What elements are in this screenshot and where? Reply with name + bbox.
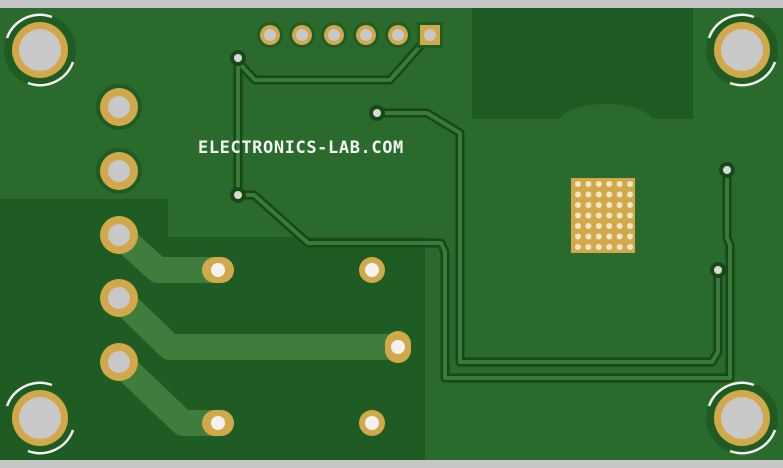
bga-footprint-icon [571,178,635,253]
bga-ball [616,223,623,229]
mounting-hole-icon [706,381,778,455]
bga-ball [585,202,592,208]
bga-ball [627,233,633,240]
bga-ball [595,191,602,198]
bga-ball [585,244,592,250]
bga-ball [616,181,623,187]
through-hole-pad-icon [100,279,138,317]
left-pads [96,84,142,381]
bga-ball [606,191,613,198]
bga-ball [616,191,623,198]
bga-ball [606,223,613,229]
header-pin-icon [321,22,347,48]
bga-ball [606,233,613,240]
bga-ball [585,233,592,240]
component-pads [202,257,411,436]
bga-ball [627,191,633,198]
header-pin-icon [385,22,411,48]
bga-ball [606,244,613,250]
mounting-hole-icon [706,13,778,87]
bga-ball [575,223,581,229]
signal-traces [233,30,735,383]
bga-ball [627,202,633,208]
through-hole-pad-icon [359,410,385,436]
bga-ball [616,233,623,240]
via-icon [230,50,246,66]
bga-ball [616,244,623,250]
header-pin-icon [289,22,315,48]
bga-ball [616,212,623,219]
bga-ball [595,223,602,229]
mounting-hole-icon [4,13,76,87]
mounting-hole-icon [4,381,76,455]
bga-ball [627,181,633,187]
bga-ball [575,181,581,187]
through-hole-pad-icon [96,84,142,130]
bga-ball [585,181,592,187]
via-icon [369,105,385,121]
mounting-holes [4,13,778,455]
via-icon [710,262,726,278]
bga-ball [585,223,592,229]
through-hole-pad-icon [359,257,385,283]
via-icon [719,162,735,178]
vias [230,50,735,278]
header-pin-icon [257,22,283,48]
header-pins [257,22,443,48]
through-hole-pad-icon [100,343,138,381]
bga-ball [606,212,613,219]
bga-ball [606,202,613,208]
bga-ball [575,191,581,198]
bga-ball [585,212,592,219]
bga-ball [595,244,602,250]
header-pin-icon [417,22,443,48]
copper-pours [0,8,693,460]
bga-ball [627,212,633,219]
through-hole-pad-icon [202,410,234,436]
bga-ball [575,202,581,208]
copper-pour-bottom-left [0,199,425,460]
bga-ball [595,202,602,208]
bga-ball [575,244,581,250]
silkscreen-label: ELECTRONICS-LAB.COM [198,138,404,158]
bga-ball [627,223,633,229]
header-pin-icon [353,22,379,48]
through-hole-pad-icon [96,148,142,194]
copper-pour-top-right [472,8,693,119]
bga-ball [606,181,613,187]
bga-ball [595,181,602,187]
via-icon [230,187,246,203]
bga-ball [595,212,602,219]
through-hole-pad-icon [385,331,411,363]
bga-ball [595,233,602,240]
bga-ball [575,212,581,219]
through-hole-pad-icon [202,257,234,283]
bga-ball [616,202,623,208]
through-hole-pad-icon [100,216,138,254]
pour-cutout-arc [558,104,654,144]
bga-ball [575,233,581,240]
bga-ball [627,244,633,250]
bga-ball [585,191,592,198]
